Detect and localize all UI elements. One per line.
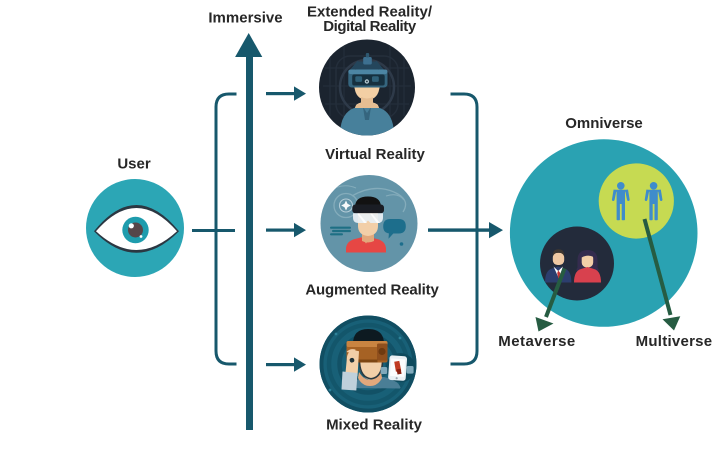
svg-text:Augmented Reality: Augmented Reality <box>305 282 439 299</box>
svg-text:Metaverse: Metaverse <box>498 333 575 350</box>
svg-text:Extended Reality/: Extended Reality/ <box>307 4 433 21</box>
svg-text:Mixed Reality: Mixed Reality <box>326 417 423 434</box>
svg-text:User: User <box>117 156 151 173</box>
svg-text:Omniverse: Omniverse <box>565 115 643 132</box>
svg-text:Virtual Reality: Virtual Reality <box>325 146 425 163</box>
svg-text:Digital Reality: Digital Reality <box>323 18 417 35</box>
svg-text:Immersive: Immersive <box>208 10 282 27</box>
svg-text:Multiverse: Multiverse <box>636 333 713 350</box>
